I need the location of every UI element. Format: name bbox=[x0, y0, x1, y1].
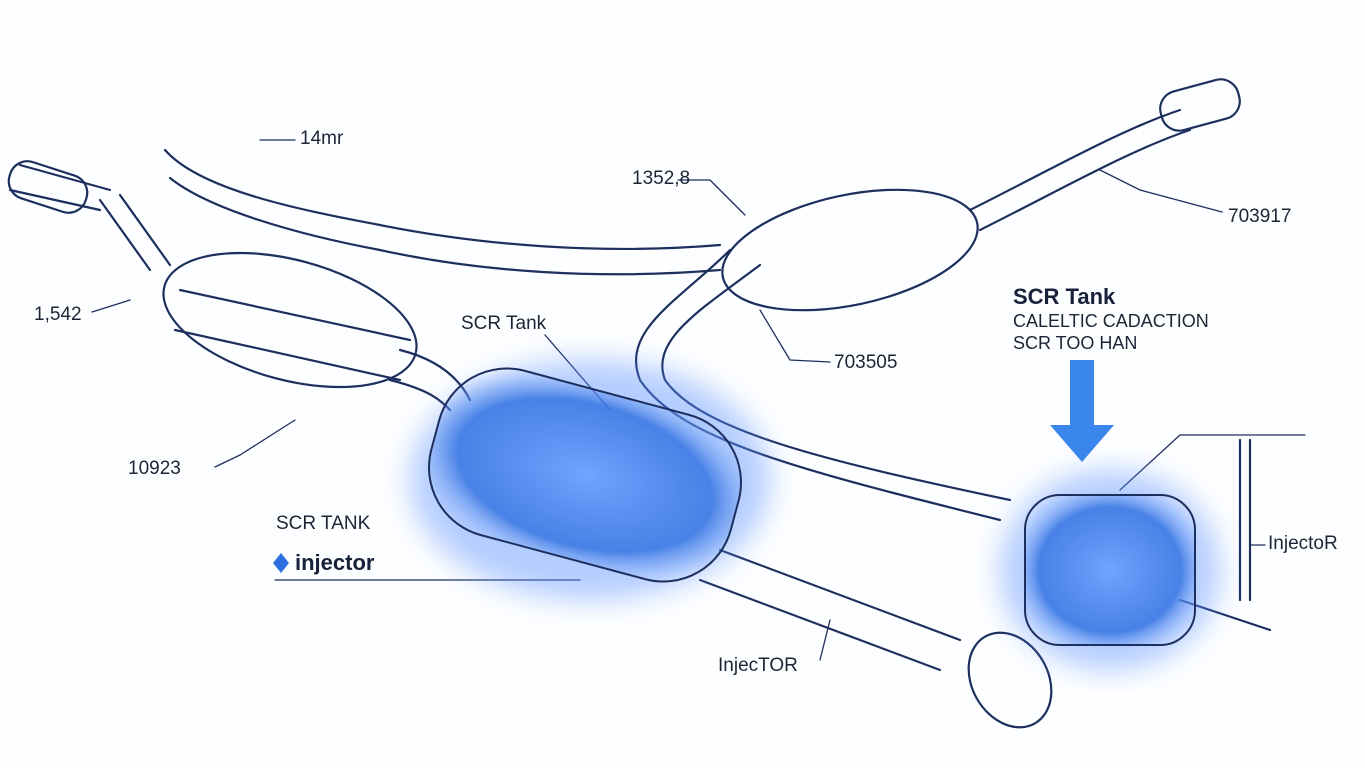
label-1352-8: 1352,8 bbox=[632, 168, 691, 189]
label-injector-right: InjectoR bbox=[1268, 533, 1338, 554]
right-scr-tank bbox=[1024, 494, 1196, 646]
label-scr-tank: SCR Tank bbox=[461, 313, 547, 334]
label-10923: 10923 bbox=[128, 458, 181, 479]
label-14mr: 14mr bbox=[300, 128, 344, 149]
arrow-down-icon bbox=[1050, 360, 1114, 462]
bottom-pipe bbox=[698, 548, 962, 672]
center-scr-tank bbox=[428, 367, 742, 583]
left-inlet-pipe bbox=[8, 163, 172, 272]
label-scr-tank-caps: SCR TANK bbox=[276, 513, 371, 534]
right-outlet bbox=[1159, 78, 1241, 132]
label-injector-bottom: InjecTOR bbox=[718, 655, 798, 676]
left-muffler bbox=[162, 251, 418, 389]
callout-line1: CALELTIC CADACTION bbox=[1013, 311, 1209, 331]
callout: SCR Tank CALELTIC CADACTION SCR TOO HAN bbox=[1013, 284, 1209, 354]
label-703505: 703505 bbox=[834, 352, 898, 373]
left-inlet bbox=[7, 160, 89, 214]
label-1542: 1,542 bbox=[34, 304, 82, 325]
label-injector: injector bbox=[295, 550, 375, 575]
injector-rod bbox=[1238, 438, 1252, 602]
bottom-outlet bbox=[967, 631, 1053, 729]
callout-title: SCR Tank bbox=[1013, 284, 1116, 309]
callout-line2: SCR TOO HAN bbox=[1013, 333, 1138, 353]
diamond-icon bbox=[273, 553, 289, 573]
right-muffler bbox=[721, 188, 979, 312]
label-703917: 703917 bbox=[1228, 206, 1292, 227]
right-outlet-pipe bbox=[968, 108, 1192, 232]
top-pipe bbox=[163, 148, 722, 276]
